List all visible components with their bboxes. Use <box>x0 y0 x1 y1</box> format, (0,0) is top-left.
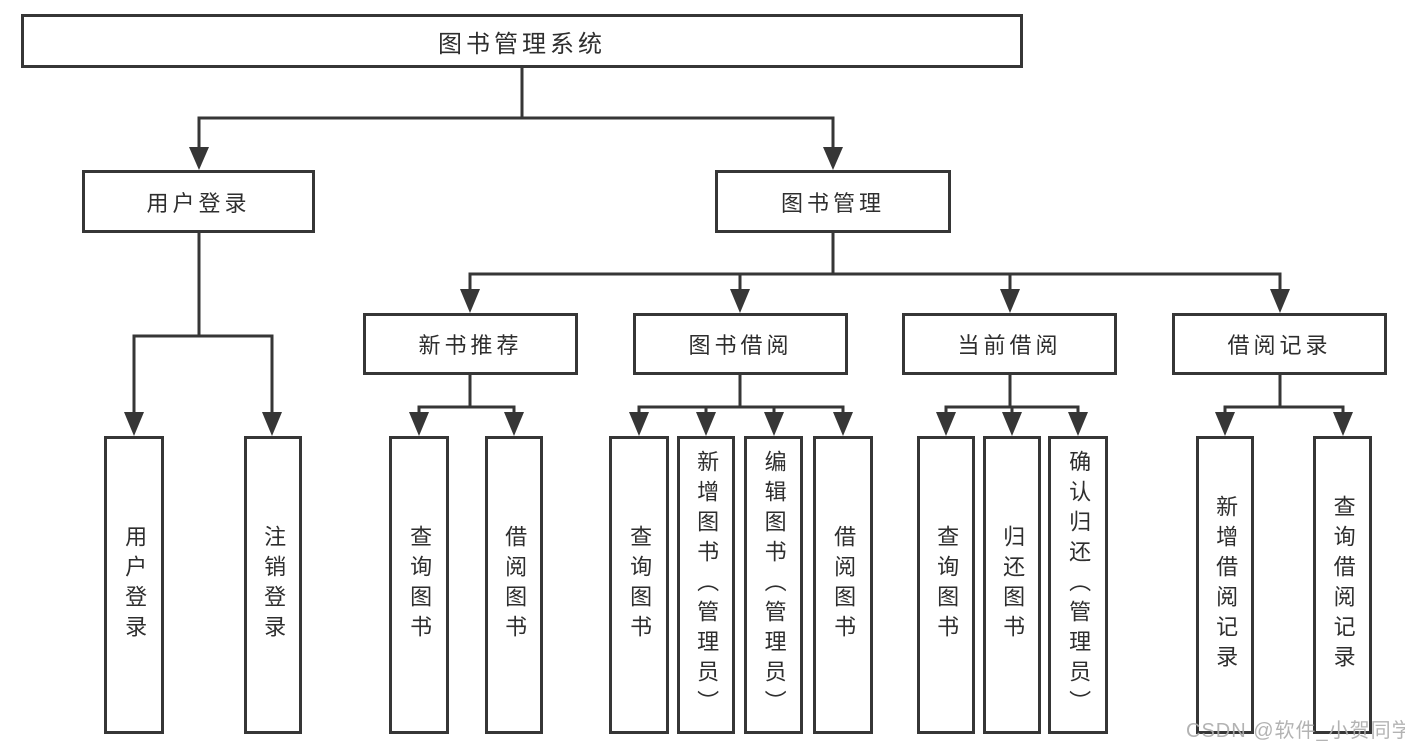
leaf-confirm-return-admin: 确认归还（管理员） <box>1048 436 1108 734</box>
leaf-label: 查询图书 <box>627 525 653 645</box>
node-book-management: 图书管理 <box>715 170 951 233</box>
node-book-borrow: 图书借阅 <box>633 313 848 375</box>
node-label: 图书管理 <box>780 190 885 216</box>
connector-lines <box>132 68 1345 414</box>
node-label: 当前借阅 <box>957 333 1062 358</box>
leaf-query-borrow-record: 查询借阅记录 <box>1313 436 1372 734</box>
leaf-borrow-books-recommend: 借阅图书 <box>485 436 543 734</box>
leaf-logout: 注销登录 <box>244 436 302 734</box>
node-label: 借阅记录 <box>1227 333 1332 358</box>
node-user-login: 用户登录 <box>82 170 315 233</box>
leaf-edit-books-admin: 编辑图书（管理员） <box>744 436 803 734</box>
leaf-return-books: 归还图书 <box>983 436 1041 734</box>
connector-arrowheads <box>124 147 1353 436</box>
leaf-query-books-borrow: 查询图书 <box>609 436 669 734</box>
node-borrow-records: 借阅记录 <box>1172 313 1387 375</box>
leaf-query-books-current: 查询图书 <box>917 436 975 734</box>
leaf-label: 归还图书 <box>1000 525 1026 645</box>
node-label: 新书推荐 <box>418 333 523 358</box>
node-label: 图书借阅 <box>688 333 793 358</box>
leaf-label: 新增图书（管理员） <box>694 450 720 720</box>
leaf-label: 新增借阅记录 <box>1213 495 1239 675</box>
leaf-label: 查询图书 <box>934 525 960 645</box>
leaf-label: 注销登录 <box>261 525 287 645</box>
node-new-book-recommend: 新书推荐 <box>363 313 578 375</box>
node-root-system: 图书管理系统 <box>21 14 1023 68</box>
leaf-label: 借阅图书 <box>831 525 857 645</box>
csdn-watermark: CSDN @软件_小贺同学 <box>1186 720 1405 742</box>
leaf-query-books-recommend: 查询图书 <box>389 436 449 734</box>
leaf-label: 查询图书 <box>407 525 433 645</box>
node-root-label: 图书管理系统 <box>438 30 606 58</box>
leaf-label: 编辑图书（管理员） <box>761 450 787 720</box>
leaf-add-borrow-record: 新增借阅记录 <box>1196 436 1254 734</box>
leaf-label: 用户登录 <box>122 525 148 645</box>
node-label: 用户登录 <box>146 190 251 216</box>
leaf-borrow-books: 借阅图书 <box>813 436 873 734</box>
leaf-label: 确认归还（管理员） <box>1066 450 1092 720</box>
leaf-label: 查询借阅记录 <box>1330 495 1356 675</box>
leaf-add-books-admin: 新增图书（管理员） <box>677 436 735 734</box>
node-current-borrow: 当前借阅 <box>902 313 1117 375</box>
leaf-user-login: 用户登录 <box>104 436 164 734</box>
leaf-label: 借阅图书 <box>502 525 528 645</box>
